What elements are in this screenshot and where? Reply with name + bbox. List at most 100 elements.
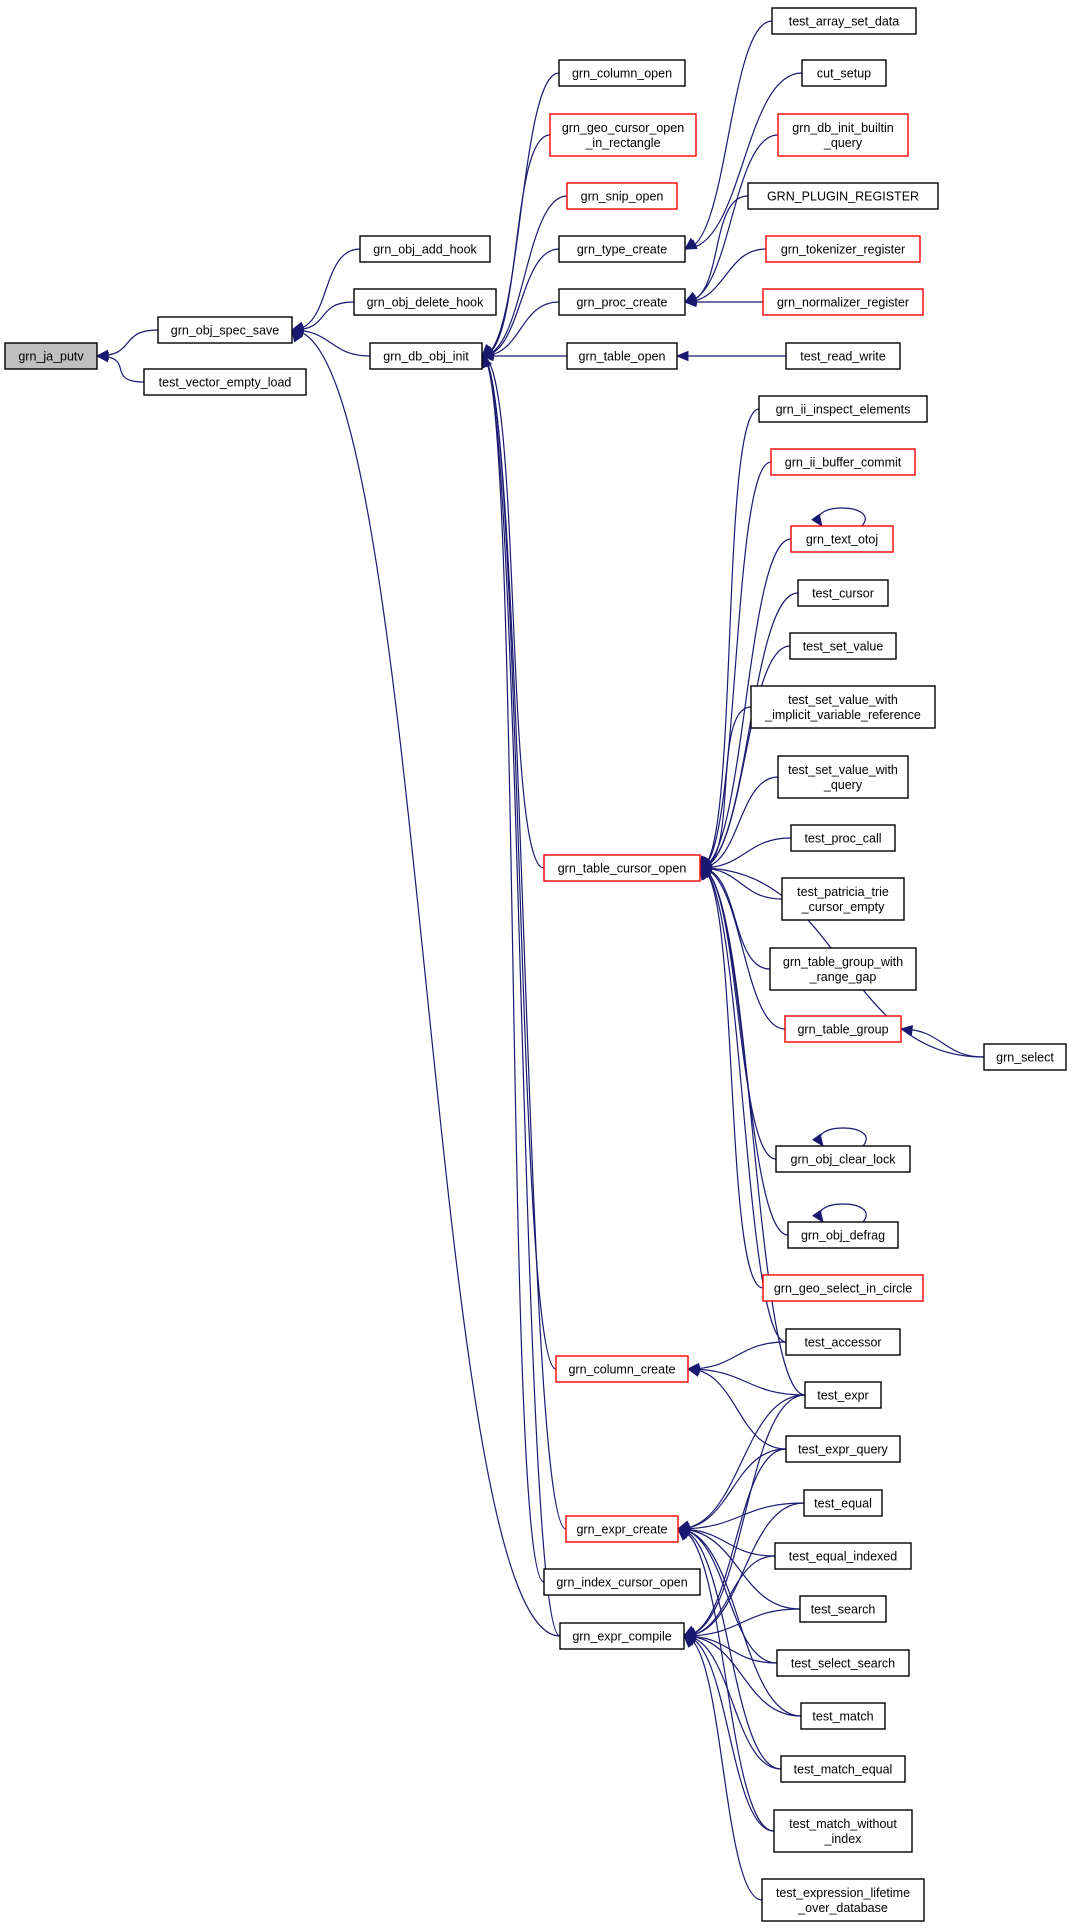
node-box — [773, 1809, 913, 1853]
node-test_vector_empty_load[interactable]: test_vector_empty_load — [143, 368, 307, 396]
edge-path — [684, 72, 803, 250]
node-box — [790, 525, 894, 553]
node-box — [770, 448, 916, 476]
edge-path — [818, 507, 866, 527]
node-test_equal[interactable]: test_equal — [803, 1489, 883, 1517]
edge-path — [683, 1555, 776, 1637]
node-grn_select[interactable]: grn_select — [983, 1043, 1067, 1071]
edge-arrowhead — [683, 296, 697, 308]
node-grn_ii_buffer_commit[interactable]: grn_ii_buffer_commit — [770, 448, 916, 476]
node-box — [780, 1755, 906, 1783]
node-label: grn_obj_spec_save — [171, 324, 279, 338]
node-label: grn_index_cursor_open — [556, 1576, 687, 1590]
node-grn_table_group[interactable]: grn_table_group — [784, 1015, 902, 1043]
node-grn_table_open[interactable]: grn_table_open — [566, 342, 678, 370]
node-box — [558, 288, 686, 316]
node-grn_obj_clear_lock[interactable]: grn_obj_clear_lock — [775, 1145, 911, 1173]
edge-path — [683, 1394, 806, 1637]
node-test_match_without_index[interactable]: test_match_without_index — [773, 1809, 913, 1853]
node-test_set_value_with_query[interactable]: test_set_value_with_query — [777, 755, 909, 799]
node-test_select_search[interactable]: test_select_search — [776, 1649, 910, 1677]
node-box — [543, 1568, 701, 1596]
node-grn_text_otoj[interactable]: grn_text_otoj — [790, 525, 894, 553]
node-box — [762, 1274, 924, 1302]
node-label: grn_table_group — [797, 1023, 888, 1037]
edge-path — [819, 1203, 867, 1223]
node-grn_table_group_with_range_gap[interactable]: grn_table_group_with_range_gap — [769, 947, 917, 991]
edge-arrowhead — [812, 1133, 824, 1148]
node-label: GRN_PLUGIN_REGISTER — [767, 190, 919, 204]
node-test_expr[interactable]: test_expr — [804, 1381, 882, 1409]
node-test_equal_indexed[interactable]: test_equal_indexed — [774, 1542, 912, 1570]
node-box — [784, 1015, 902, 1043]
edge-path — [684, 248, 767, 303]
node-test_accessor[interactable]: test_accessor — [785, 1328, 901, 1356]
node-grn_expr_create[interactable]: grn_expr_create — [565, 1515, 679, 1543]
node-test_patricia_trie_cursor_empty[interactable]: test_patricia_trie_cursor_empty — [781, 877, 905, 921]
edge-path — [481, 355, 545, 869]
node-test_search[interactable]: test_search — [799, 1595, 887, 1623]
node-label: test_search — [811, 1603, 876, 1617]
node-grn_normalizer_register[interactable]: grn_normalizer_register — [762, 288, 924, 316]
node-grn_expr_compile[interactable]: grn_expr_compile — [559, 1622, 685, 1650]
edge-test_set_value-to-grn_table_cursor_open — [698, 645, 791, 869]
node-cut_setup[interactable]: cut_setup — [801, 59, 887, 87]
node-box — [804, 1381, 882, 1409]
node-test_match[interactable]: test_match — [800, 1702, 886, 1730]
edge-path — [291, 248, 361, 331]
node-box — [775, 1145, 911, 1173]
node-grn_column_open[interactable]: grn_column_open — [558, 59, 686, 87]
node-grn_ja_putv[interactable]: grn_ja_putv — [4, 342, 98, 370]
edge-grn_table_open-to-grn_db_obj_init — [480, 350, 567, 362]
node-label: grn_table_cursor_open — [558, 862, 687, 876]
node-test_array_set_data[interactable]: test_array_set_data — [771, 7, 917, 35]
edge-grn_expr_create-to-grn_db_obj_init — [479, 354, 567, 1530]
edge-arrowhead — [95, 351, 109, 363]
edge-path — [683, 1635, 763, 1901]
node-grn_db_obj_init[interactable]: grn_db_obj_init — [369, 342, 483, 370]
edge-test_accessor-to-grn_table_cursor_open — [699, 866, 787, 1343]
edge-arrowhead — [699, 866, 711, 881]
node-grn_index_cursor_open[interactable]: grn_index_cursor_open — [543, 1568, 701, 1596]
node-grn_obj_add_hook[interactable]: grn_obj_add_hook — [359, 235, 491, 263]
node-grn_obj_delete_hook[interactable]: grn_obj_delete_hook — [353, 288, 497, 316]
node-label: _over_database — [797, 1901, 888, 1915]
edge-path — [699, 645, 791, 869]
edge-arrowhead — [686, 1366, 701, 1377]
node-test_read_write[interactable]: test_read_write — [785, 342, 901, 370]
node-test_proc_call[interactable]: test_proc_call — [790, 824, 896, 852]
node-box — [776, 1649, 910, 1677]
node-box — [143, 368, 307, 396]
node-grn_column_create[interactable]: grn_column_create — [555, 1355, 689, 1383]
node-test_set_value[interactable]: test_set_value — [789, 632, 897, 660]
node-grn_ii_inspect_elements[interactable]: grn_ii_inspect_elements — [758, 395, 928, 423]
node-box — [565, 1515, 679, 1543]
edge-path — [687, 1368, 806, 1396]
node-grn_proc_create[interactable]: grn_proc_create — [558, 288, 686, 316]
node-test_set_value_with_implicit[interactable]: test_set_value_with_implicit_variable_re… — [750, 685, 936, 729]
edge-test_expr-to-grn_table_cursor_open — [699, 866, 806, 1396]
node-grn_type_create[interactable]: grn_type_create — [558, 235, 686, 263]
node-box — [549, 113, 697, 157]
node-grn_geo_select_in_circle[interactable]: grn_geo_select_in_circle — [762, 1274, 924, 1302]
node-grn_tokenizer_register[interactable]: grn_tokenizer_register — [765, 235, 921, 263]
node-test_cursor[interactable]: test_cursor — [797, 579, 889, 607]
edge-path — [699, 867, 786, 1030]
edge-path — [699, 408, 760, 869]
node-grn_db_init_builtin_query[interactable]: grn_db_init_builtin_query — [777, 113, 909, 157]
edge-cut_setup-to-grn_type_create — [683, 72, 803, 250]
node-GRN_PLUGIN_REGISTER[interactable]: GRN_PLUGIN_REGISTER — [747, 182, 939, 210]
node-grn_obj_spec_save[interactable]: grn_obj_spec_save — [157, 316, 293, 344]
node-test_match_equal[interactable]: test_match_equal — [780, 1755, 906, 1783]
node-label: grn_type_create — [577, 243, 667, 257]
edge-arrowhead — [480, 350, 494, 362]
node-grn_geo_cursor_open_in_rectangle[interactable]: grn_geo_cursor_open_in_rectangle — [549, 113, 697, 157]
node-test_expr_query[interactable]: test_expr_query — [785, 1435, 901, 1463]
node-test_expression_lifetime_over_database[interactable]: test_expression_lifetime_over_database — [761, 1878, 925, 1922]
node-grn_obj_defrag[interactable]: grn_obj_defrag — [787, 1221, 899, 1249]
node-grn_table_cursor_open[interactable]: grn_table_cursor_open — [543, 854, 701, 882]
edge-path — [481, 134, 551, 357]
edge-arrowhead — [677, 1528, 690, 1541]
node-grn_snip_open[interactable]: grn_snip_open — [566, 182, 678, 210]
node-box — [750, 685, 936, 729]
